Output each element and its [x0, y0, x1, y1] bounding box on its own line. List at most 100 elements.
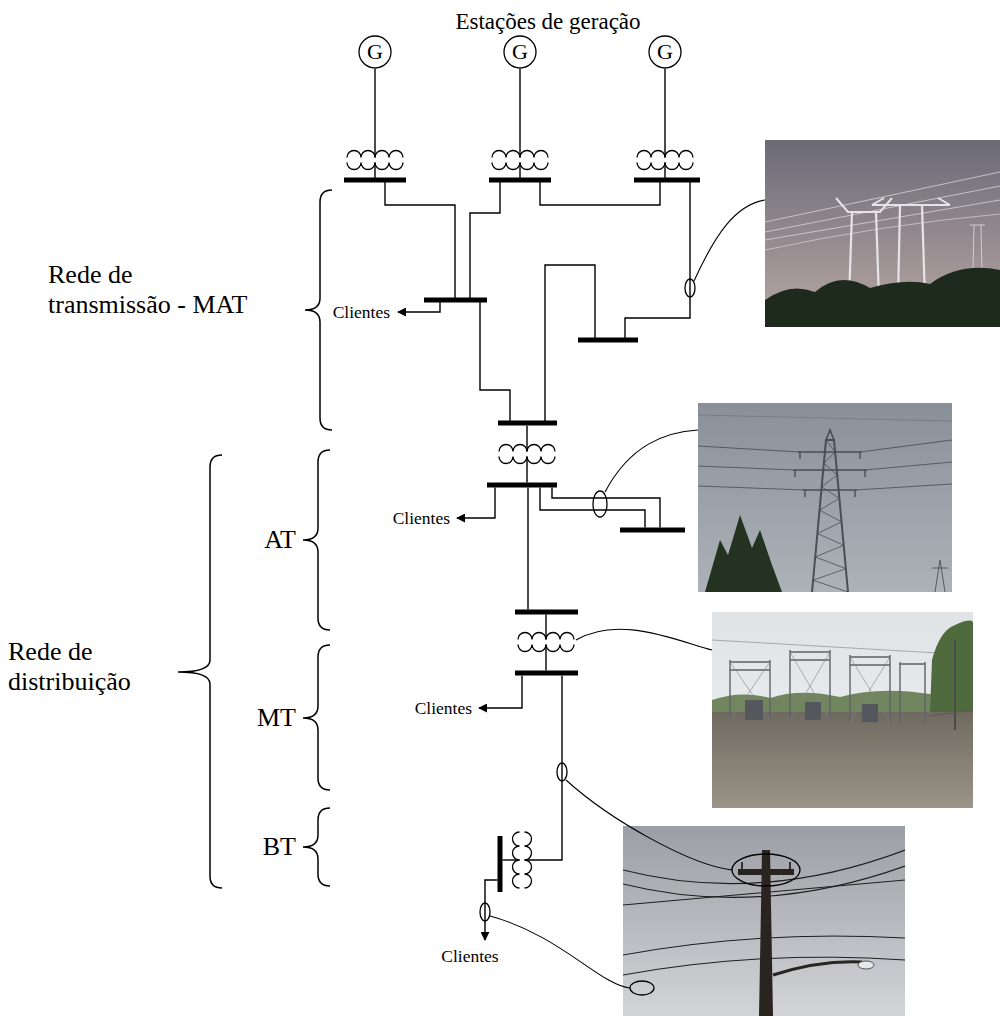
photo-part [765, 268, 1000, 327]
circle-outline [504, 36, 536, 68]
photo-part [862, 704, 878, 722]
wire [526, 426, 527, 452]
customer-feeder-arrow [398, 302, 440, 312]
callout-ellipse [557, 763, 567, 781]
photo-part [765, 140, 1000, 327]
photo-part [930, 621, 973, 712]
leader-line [694, 200, 765, 281]
wire [525, 676, 563, 861]
photo-part [765, 214, 1000, 250]
bus-bar [515, 610, 578, 615]
single-line-diagram [344, 69, 800, 995]
diagram-title: Estações de geração [455, 9, 640, 35]
customer-label: Clientes [333, 302, 390, 322]
photo-part [932, 560, 948, 592]
wire [545, 265, 595, 421]
network-label: Rede de transmissão - MAT [48, 260, 255, 320]
photo-part [795, 452, 865, 497]
customer-label: Clientes [415, 698, 472, 718]
generator-circle: G [503, 35, 537, 69]
bus-bar [487, 483, 557, 488]
wire [545, 645, 546, 671]
wire [470, 182, 500, 298]
leader-line [605, 430, 698, 492]
street-lamp [858, 961, 874, 969]
photo-part [712, 712, 973, 808]
bus-bar [634, 178, 700, 183]
customer-label: Clientes [393, 508, 450, 528]
curly-bracket [303, 645, 330, 790]
wire [480, 302, 510, 421]
generator-label: G [657, 40, 673, 64]
customer-feeder-arrow [479, 676, 522, 709]
callout-ellipse [630, 981, 654, 995]
generator-circle: G [648, 35, 682, 69]
curly-bracket [305, 190, 332, 430]
wire [374, 163, 375, 179]
photo-part [930, 710, 973, 716]
leader-line [576, 629, 712, 650]
photo-part [793, 452, 867, 490]
wire [540, 488, 645, 528]
photo-part [712, 612, 973, 808]
photo-part [712, 640, 973, 655]
callout-ellipse [732, 854, 800, 886]
leader-line [566, 780, 732, 870]
photo-part [900, 662, 925, 722]
wire [503, 859, 520, 860]
voltage-level-label: MT [257, 703, 296, 733]
photo-part [812, 440, 848, 592]
callout-ellipse [685, 279, 695, 297]
utility-pole-photo [623, 826, 905, 1016]
wire [540, 182, 660, 205]
photo-part [872, 198, 950, 205]
photo-part [813, 440, 848, 592]
wire [385, 182, 455, 298]
photo-part [826, 430, 834, 440]
bus-bar [578, 338, 638, 343]
photo-part [698, 415, 952, 421]
leader-line [490, 916, 630, 988]
bus-bar [498, 836, 503, 892]
circle-outline [649, 36, 681, 68]
bus-bar [620, 528, 685, 533]
photo-part [765, 186, 1000, 232]
network-label: Rede de distribuição [8, 637, 160, 697]
customer-feeder-arrow [485, 880, 498, 940]
photo-part [698, 403, 952, 592]
customer-label: Clientes [441, 946, 498, 966]
photo-part [742, 862, 790, 869]
voltage-level-label: AT [264, 525, 296, 555]
curly-bracket [303, 450, 330, 630]
photo-part [623, 826, 905, 1016]
bus-bar [424, 298, 487, 303]
photo-part [705, 515, 782, 592]
wire [519, 69, 520, 158]
photo-part [745, 700, 763, 720]
photo-part [970, 225, 985, 272]
wire [664, 163, 665, 179]
wire [625, 182, 690, 338]
wire [664, 69, 665, 158]
photo-part [730, 652, 890, 722]
bus-bar [515, 671, 578, 676]
curly-bracket [303, 808, 330, 886]
photo-part [738, 869, 794, 875]
generator-circle: G [358, 35, 392, 69]
photo-part [954, 640, 956, 730]
bus-bar [498, 421, 557, 426]
photo-part [773, 962, 862, 975]
lattice-tower-photo [698, 403, 952, 592]
bus-bar [344, 178, 406, 183]
callout-ellipse [480, 903, 490, 921]
wire [552, 488, 660, 528]
bus-bar [489, 178, 551, 183]
wire [526, 457, 527, 483]
substation-photo [712, 612, 973, 808]
wire [545, 615, 546, 640]
wire [519, 163, 520, 179]
transmission-tower-photo [765, 140, 1000, 327]
customer-feeder-arrow [457, 488, 495, 519]
